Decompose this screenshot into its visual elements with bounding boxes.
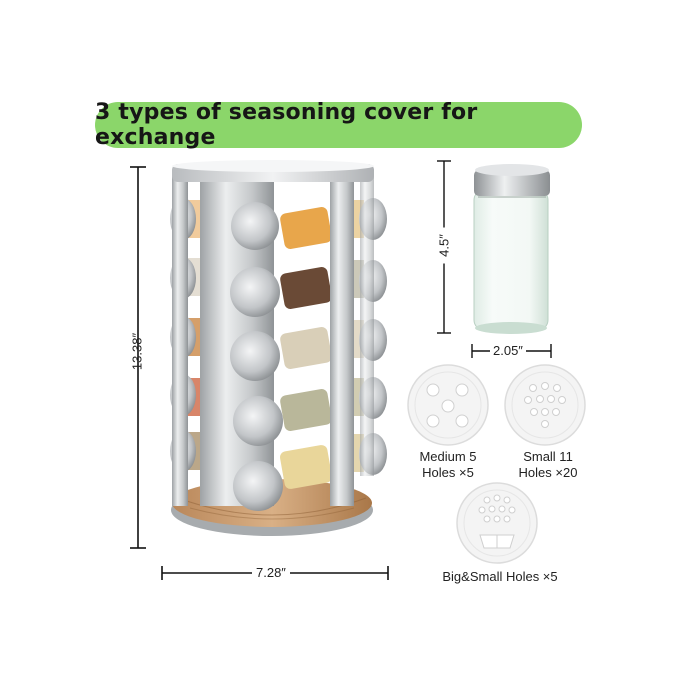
front-caps (230, 202, 283, 511)
single-jar (473, 164, 550, 334)
cover-medium-line1: Medium 5 (419, 449, 477, 464)
cover-medium-holes (407, 364, 489, 446)
cover-big-small-caption: Big&Small Holes ×5 (410, 569, 590, 585)
rack-width-label: 7.28″ (252, 565, 290, 580)
cover-small-caption: Small 11 Holes ×20 (496, 449, 600, 481)
cover-big-small-holes (456, 482, 538, 564)
diagonal-jars (280, 207, 332, 489)
rack-height-dimension (130, 166, 146, 549)
title-banner: 3 types of seasoning cover for exchange (95, 100, 582, 150)
cover-small-line2: Holes ×20 (518, 465, 578, 480)
rack-height-label: 13.38″ (129, 332, 145, 371)
jar-width-label: 2.05″ (490, 343, 526, 358)
cover-medium-caption: Medium 5 Holes ×5 (400, 449, 496, 481)
jar-height-label: 4.5″ (436, 227, 452, 264)
cover-medium-line2: Holes ×5 (422, 465, 474, 480)
top-plate (172, 160, 374, 182)
banner-title: 3 types of seasoning cover for exchange (95, 100, 478, 150)
cover-big-small-line1: Big&Small Holes ×5 (442, 569, 558, 584)
cover-small-line1: Small 11 (523, 449, 573, 464)
cover-small-holes (504, 364, 586, 446)
